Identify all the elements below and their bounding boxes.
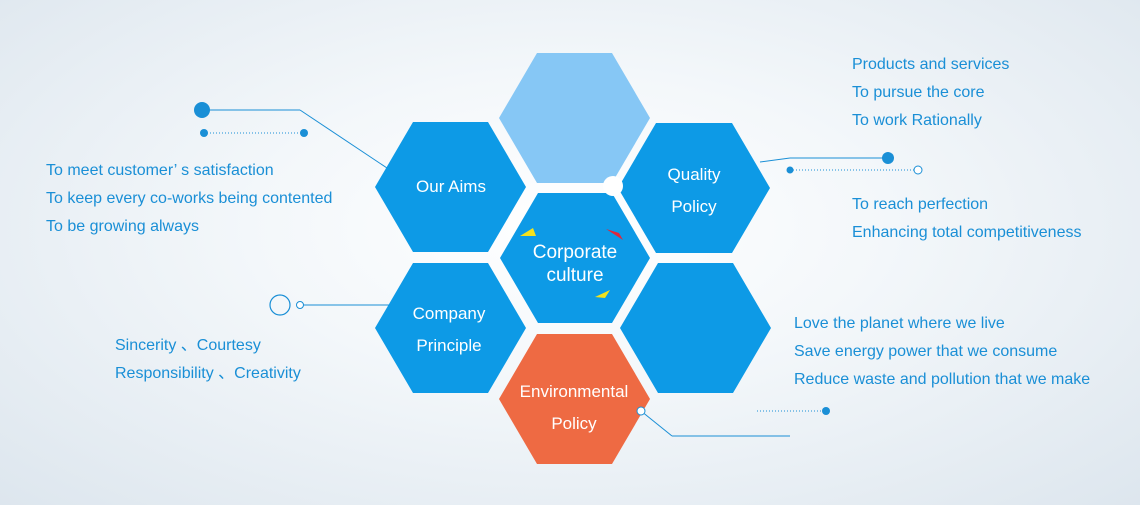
corporate-culture-hexagon[interactable]: Corporate culture xyxy=(500,193,650,323)
environment-connector-dot xyxy=(822,407,830,415)
quality-bottom-text-list: To reach perfection Enhancing total comp… xyxy=(852,191,1081,247)
environmental-policy-label-line2: Policy xyxy=(551,414,597,433)
environmental-policy-hexagon-shape xyxy=(499,334,650,464)
quality-policy-hexagon[interactable]: Quality Policy xyxy=(618,123,770,253)
connectors xyxy=(202,109,918,437)
aims-text-item: To be growing always xyxy=(46,218,199,235)
aims-connector-dot-small xyxy=(200,129,208,137)
aims-text-item: To keep every co-works being contented xyxy=(46,190,333,207)
company-principle-hexagon-shape xyxy=(375,263,526,393)
aims-text-list: To meet customer’ s satisfaction To keep… xyxy=(46,157,332,241)
environment-connector-ring xyxy=(636,406,646,416)
corporate-culture-label-line1: Corporate xyxy=(533,242,618,263)
quality-connector-ring xyxy=(913,165,923,175)
quality-top-text-list: Products and services To pursue the core… xyxy=(852,51,1009,135)
environment-text-item: Love the planet where we live xyxy=(794,315,1005,332)
environment-connector-line xyxy=(640,410,673,437)
environment-text-item: Save energy power that we consume xyxy=(794,343,1058,360)
quality-connector-dot-small xyxy=(786,166,794,174)
environment-text-list: Love the planet where we live Save energ… xyxy=(794,310,1090,394)
top-hexagon-empty xyxy=(499,53,650,183)
hub-joint-dot xyxy=(603,176,623,196)
quality-policy-label-line2: Policy xyxy=(671,197,717,216)
aims-text-item: To meet customer’ s satisfaction xyxy=(46,162,274,179)
quality-text-item: To reach perfection xyxy=(852,196,989,213)
quality-connector-line xyxy=(759,157,791,163)
aims-connector-dot-large xyxy=(194,102,210,118)
our-aims-label: Our Aims xyxy=(416,177,486,196)
environmental-policy-label-line1: Environmental xyxy=(520,382,629,401)
aims-connector-dot-small xyxy=(300,129,308,137)
company-principle-label-line1: Company xyxy=(413,304,486,323)
principle-connector-ring-large xyxy=(269,294,291,316)
company-principle-label-line2: Principle xyxy=(416,336,481,355)
yellow-accent-marker xyxy=(520,228,536,236)
quality-policy-hexagon-shape xyxy=(618,123,770,253)
right-hexagon-empty xyxy=(620,263,771,393)
quality-text-item: To work Rationally xyxy=(852,112,982,129)
quality-text-item: To pursue the core xyxy=(852,84,985,101)
company-principle-hexagon[interactable]: Company Principle xyxy=(375,263,526,393)
principle-text-item: Responsibility 、Creativity xyxy=(115,365,301,382)
quality-policy-label-line1: Quality xyxy=(668,165,721,184)
red-accent-marker xyxy=(606,229,623,240)
environment-text-item: Reduce waste and pollution that we make xyxy=(794,371,1091,388)
corporate-culture-hexagon-shape xyxy=(500,193,650,323)
yellow-accent-marker xyxy=(595,290,610,298)
quality-text-item: Enhancing total competitiveness xyxy=(852,224,1082,241)
environmental-policy-hexagon[interactable]: Environmental Policy xyxy=(499,334,650,464)
quality-connector-dot-large xyxy=(882,152,894,164)
our-aims-hexagon-shape xyxy=(375,122,526,252)
principle-text-item: Sincerity 、Courtesy xyxy=(115,337,261,354)
principle-connector-ring-small xyxy=(296,301,304,309)
our-aims-hexagon[interactable]: Our Aims xyxy=(375,122,526,252)
corporate-culture-label-line2: culture xyxy=(546,265,603,286)
principle-text-list: Sincerity 、Courtesy Responsibility 、Crea… xyxy=(115,332,301,388)
quality-text-item: Products and services xyxy=(852,56,1010,73)
aims-connector-line xyxy=(299,109,391,171)
connector-dots xyxy=(194,102,923,415)
